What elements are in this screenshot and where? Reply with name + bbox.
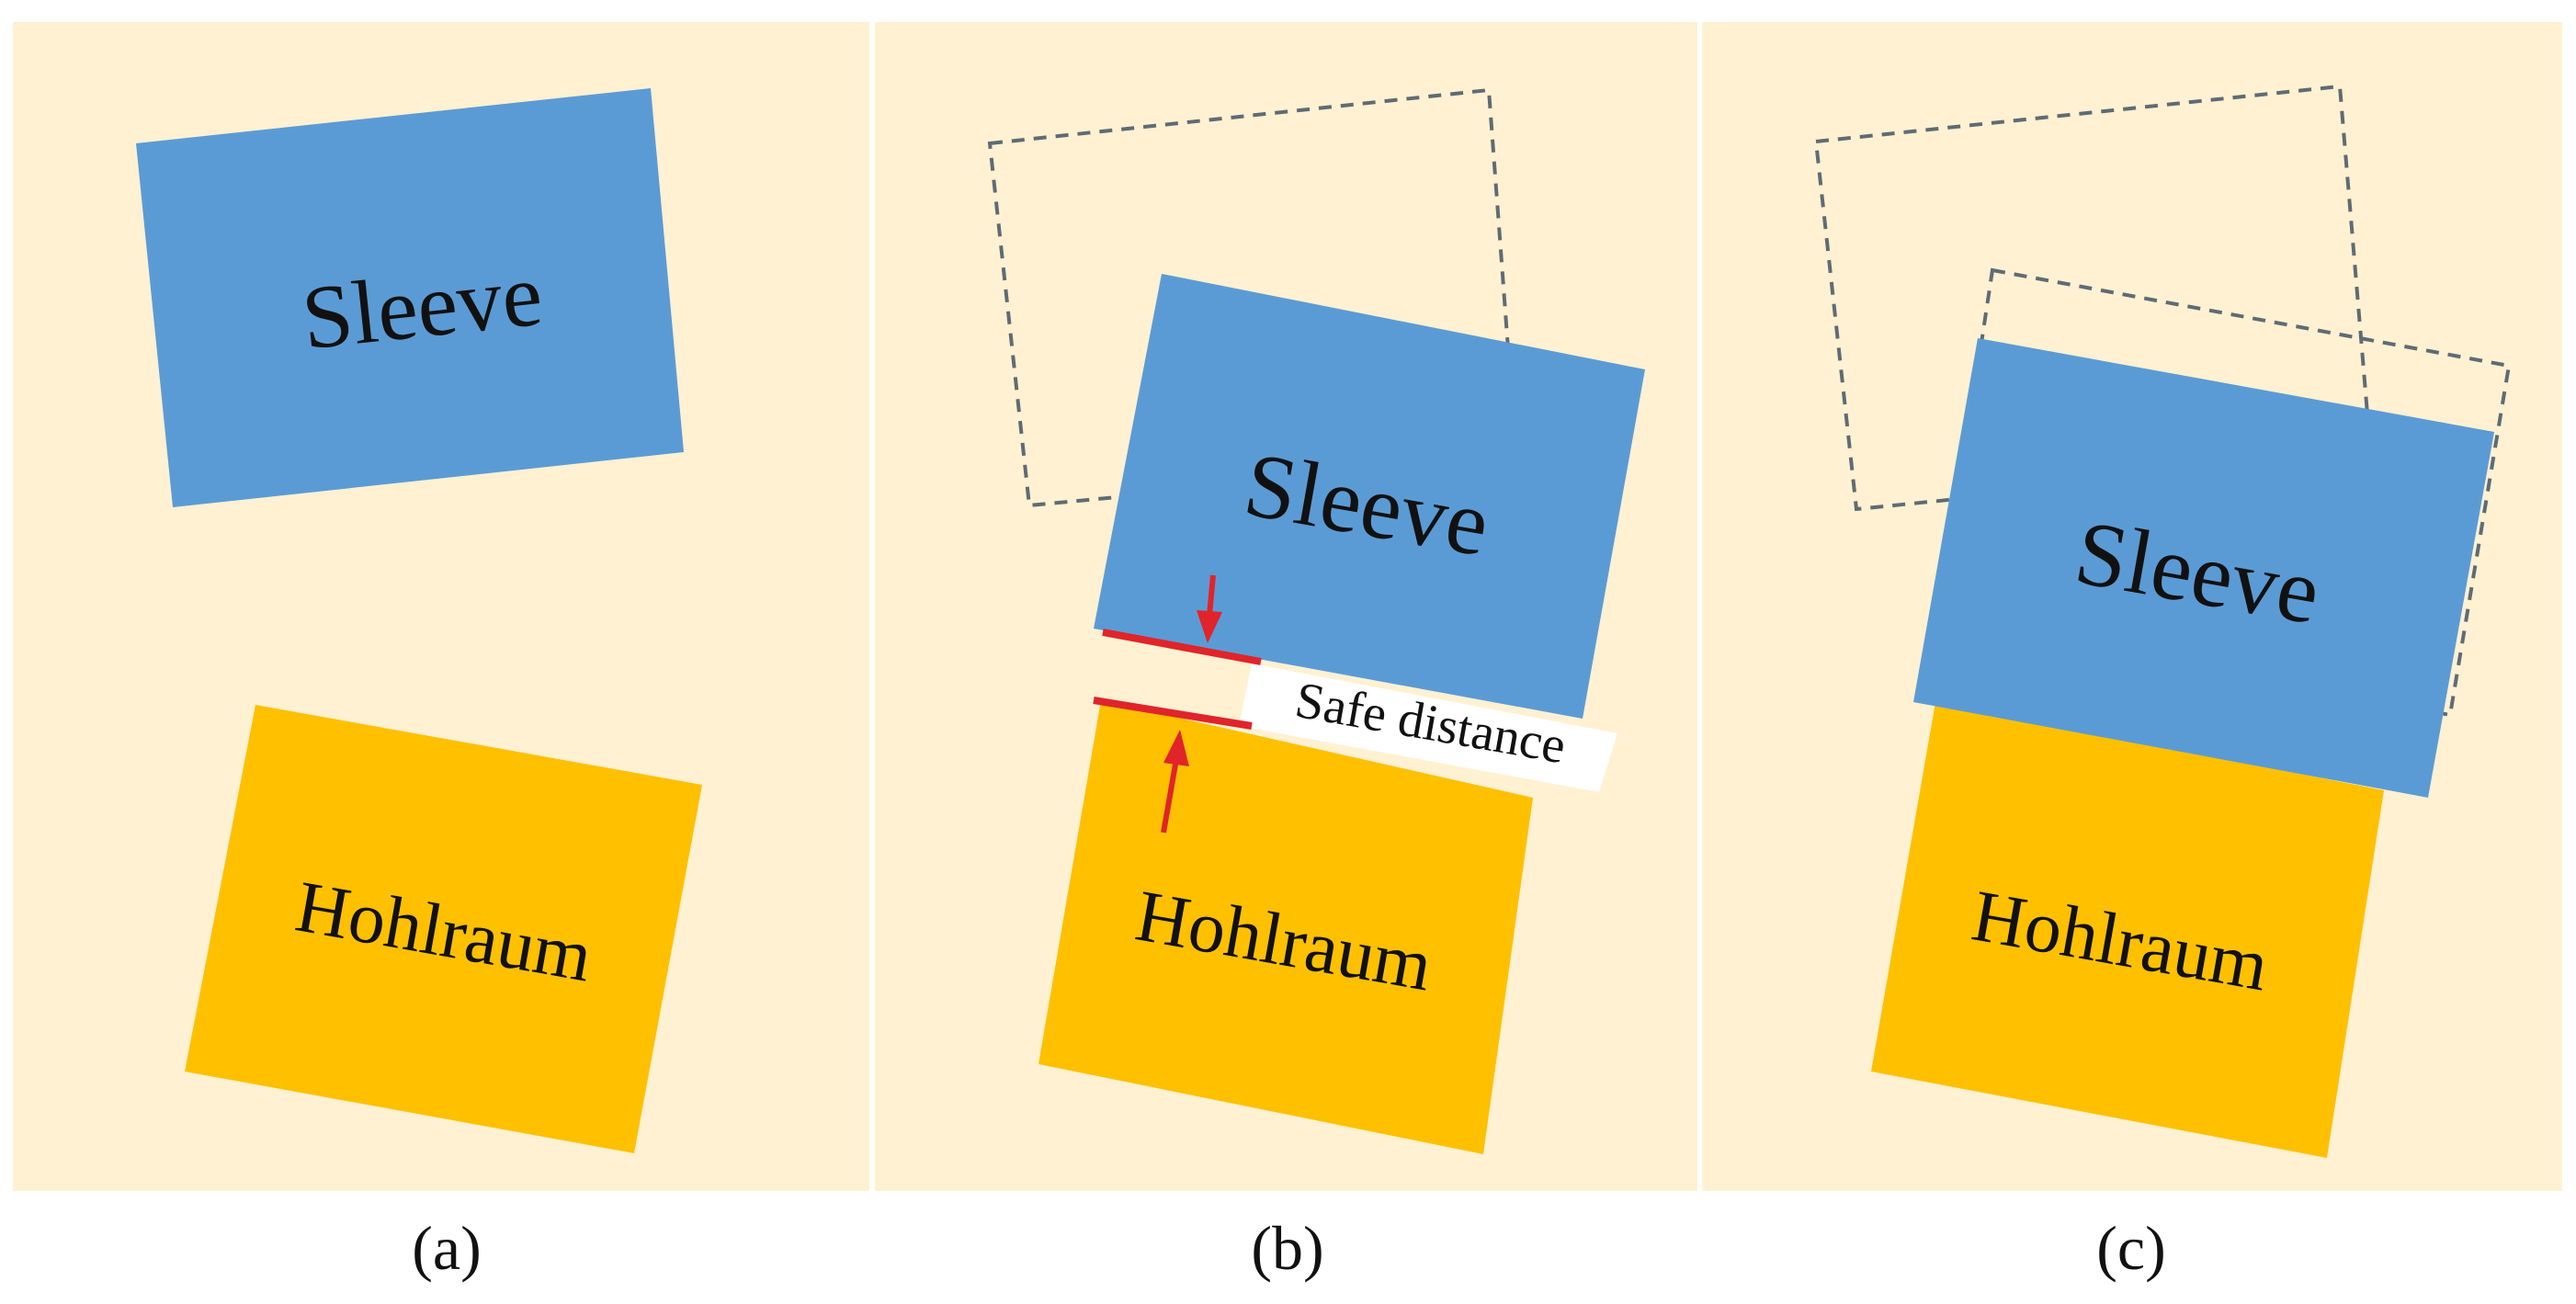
upper-arrow-shaft — [1207, 574, 1216, 617]
upper-arrowhead — [1197, 610, 1222, 643]
sleeve-block — [136, 88, 684, 507]
hohlraum-block — [185, 705, 702, 1153]
sleeve-block — [1094, 274, 1645, 719]
panel-c: Sleeve Hohlraum — [1702, 22, 2562, 1191]
lower-arrow-shaft — [1161, 758, 1179, 833]
hohlraum-block — [1871, 702, 2384, 1158]
panel-a-caption: (a) — [412, 1213, 482, 1283]
panel-b-caption: (b) — [1251, 1213, 1324, 1283]
safe-distance-label-background — [1239, 663, 1617, 792]
panel-b: Sleeve Hohlraum Safe distance — [875, 22, 1697, 1191]
panel-c-caption: (c) — [2096, 1213, 2166, 1283]
lower-arrowhead — [1163, 730, 1189, 766]
sleeve-block — [1913, 338, 2494, 798]
hohlraum-block — [1038, 700, 1533, 1154]
hohlraum-edge-marker — [1093, 697, 1253, 730]
panel-a: Sleeve Hohlraum — [13, 22, 869, 1191]
sleeve-edge-marker — [1102, 629, 1262, 665]
